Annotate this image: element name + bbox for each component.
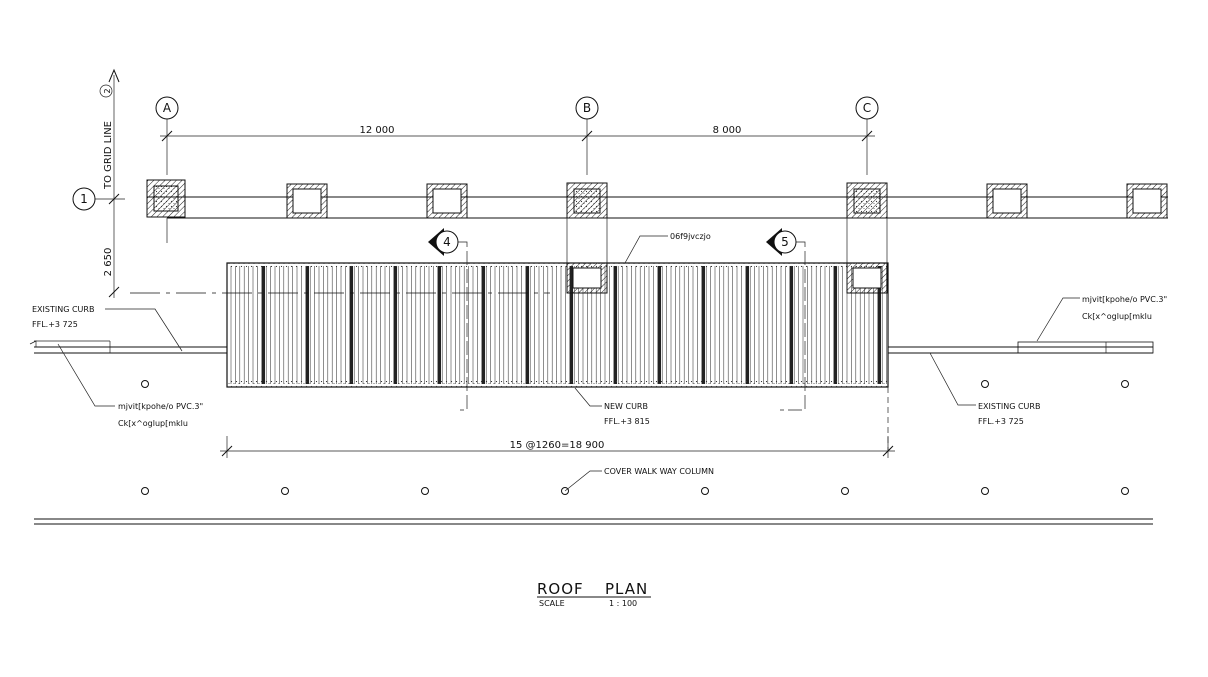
- new-curb: NEW CURB FFL.+3 815: [574, 387, 889, 450]
- column-3: [426, 183, 468, 219]
- svg-text:4: 4: [443, 235, 451, 249]
- grid-bubble-1: 1: [72, 187, 125, 211]
- walkway-edge: [34, 518, 1153, 525]
- walkway-columns-upper: [141, 380, 1129, 388]
- svg-text:mjvit[kpohe/o PVC.3": mjvit[kpohe/o PVC.3": [1082, 295, 1167, 304]
- column-a: [146, 179, 186, 218]
- svg-text:A: A: [163, 101, 172, 115]
- column-b: [566, 182, 608, 219]
- column-connectors: [166, 218, 888, 263]
- grid-bubble-b: B: [575, 96, 599, 175]
- svg-text:Ck[x^oglup[mklu: Ck[x^oglup[mklu: [118, 419, 188, 428]
- svg-text:Ck[x^oglup[mklu: Ck[x^oglup[mklu: [1082, 312, 1152, 321]
- svg-text:06f9jvczjo: 06f9jvczjo: [670, 232, 711, 241]
- gutter-right: mjvit[kpohe/o PVC.3" Ck[x^oglup[mklu: [1036, 295, 1167, 342]
- walkway-columns-lower: [141, 487, 1129, 495]
- svg-text:FFL.+3 725: FFL.+3 725: [978, 417, 1024, 426]
- svg-text:EXISTING CURB: EXISTING CURB: [978, 402, 1040, 411]
- svg-text:C: C: [863, 101, 871, 115]
- section-marker-5: 5: [766, 228, 806, 411]
- to-grid-line-label: TO GRID LINE: [103, 121, 114, 190]
- svg-text:B: B: [583, 101, 591, 115]
- svg-text:FFL.+3 815: FFL.+3 815: [604, 417, 650, 426]
- scale-value: 1 : 100: [609, 599, 637, 608]
- svg-text:2: 2: [103, 88, 112, 93]
- roof-column-b: [566, 262, 608, 294]
- title-plan: PLAN: [605, 580, 648, 598]
- column-2: [286, 183, 328, 219]
- title-roof: ROOF: [537, 580, 584, 598]
- dimension-vertical: 2 650 TO GRID LINE 2: [99, 68, 120, 298]
- gutter-left: mjvit[kpohe/o PVC.3" Ck[x^oglup[mklu: [57, 343, 203, 428]
- roof-tag: 06f9jvczjo: [624, 232, 711, 264]
- dimension-span: 15 @1260=18 900: [220, 436, 895, 458]
- section-marker-4: 4: [428, 228, 468, 411]
- grid-bubble-a: A: [155, 96, 179, 175]
- existing-curb-left: EXISTING CURB FFL.+3 725: [29, 305, 227, 354]
- dimension-top: 12 000 8 000: [160, 125, 875, 142]
- svg-text:mjvit[kpohe/o PVC.3": mjvit[kpohe/o PVC.3": [118, 402, 203, 411]
- roof-sheet: [130, 262, 889, 388]
- svg-text:1: 1: [80, 192, 88, 206]
- cover-walkway-note: COVER WALK WAY COLUMN: [564, 467, 714, 492]
- dimension-vertical-label: 2 650: [103, 248, 114, 277]
- dimension-bc: 8 000: [713, 125, 742, 136]
- column-6: [986, 183, 1028, 219]
- drawing-title: ROOF PLAN SCALE 1 : 100: [537, 580, 651, 608]
- column-c: [846, 182, 888, 219]
- scale-label: SCALE: [539, 599, 565, 608]
- svg-text:15 @1260=18 900: 15 @1260=18 900: [510, 440, 605, 451]
- svg-text:COVER WALK WAY COLUMN: COVER WALK WAY COLUMN: [604, 467, 714, 476]
- svg-text:EXISTING CURB: EXISTING CURB: [32, 305, 94, 314]
- roof-column-c: [846, 262, 888, 294]
- svg-text:NEW CURB: NEW CURB: [604, 402, 648, 411]
- column-7: [1126, 183, 1168, 219]
- svg-text:FFL.+3 725: FFL.+3 725: [32, 320, 78, 329]
- dimension-ab: 12 000: [360, 125, 395, 136]
- grid-bubble-c: C: [855, 96, 879, 175]
- svg-text:5: 5: [781, 235, 789, 249]
- existing-curb-right: EXISTING CURB FFL.+3 725: [888, 341, 1154, 426]
